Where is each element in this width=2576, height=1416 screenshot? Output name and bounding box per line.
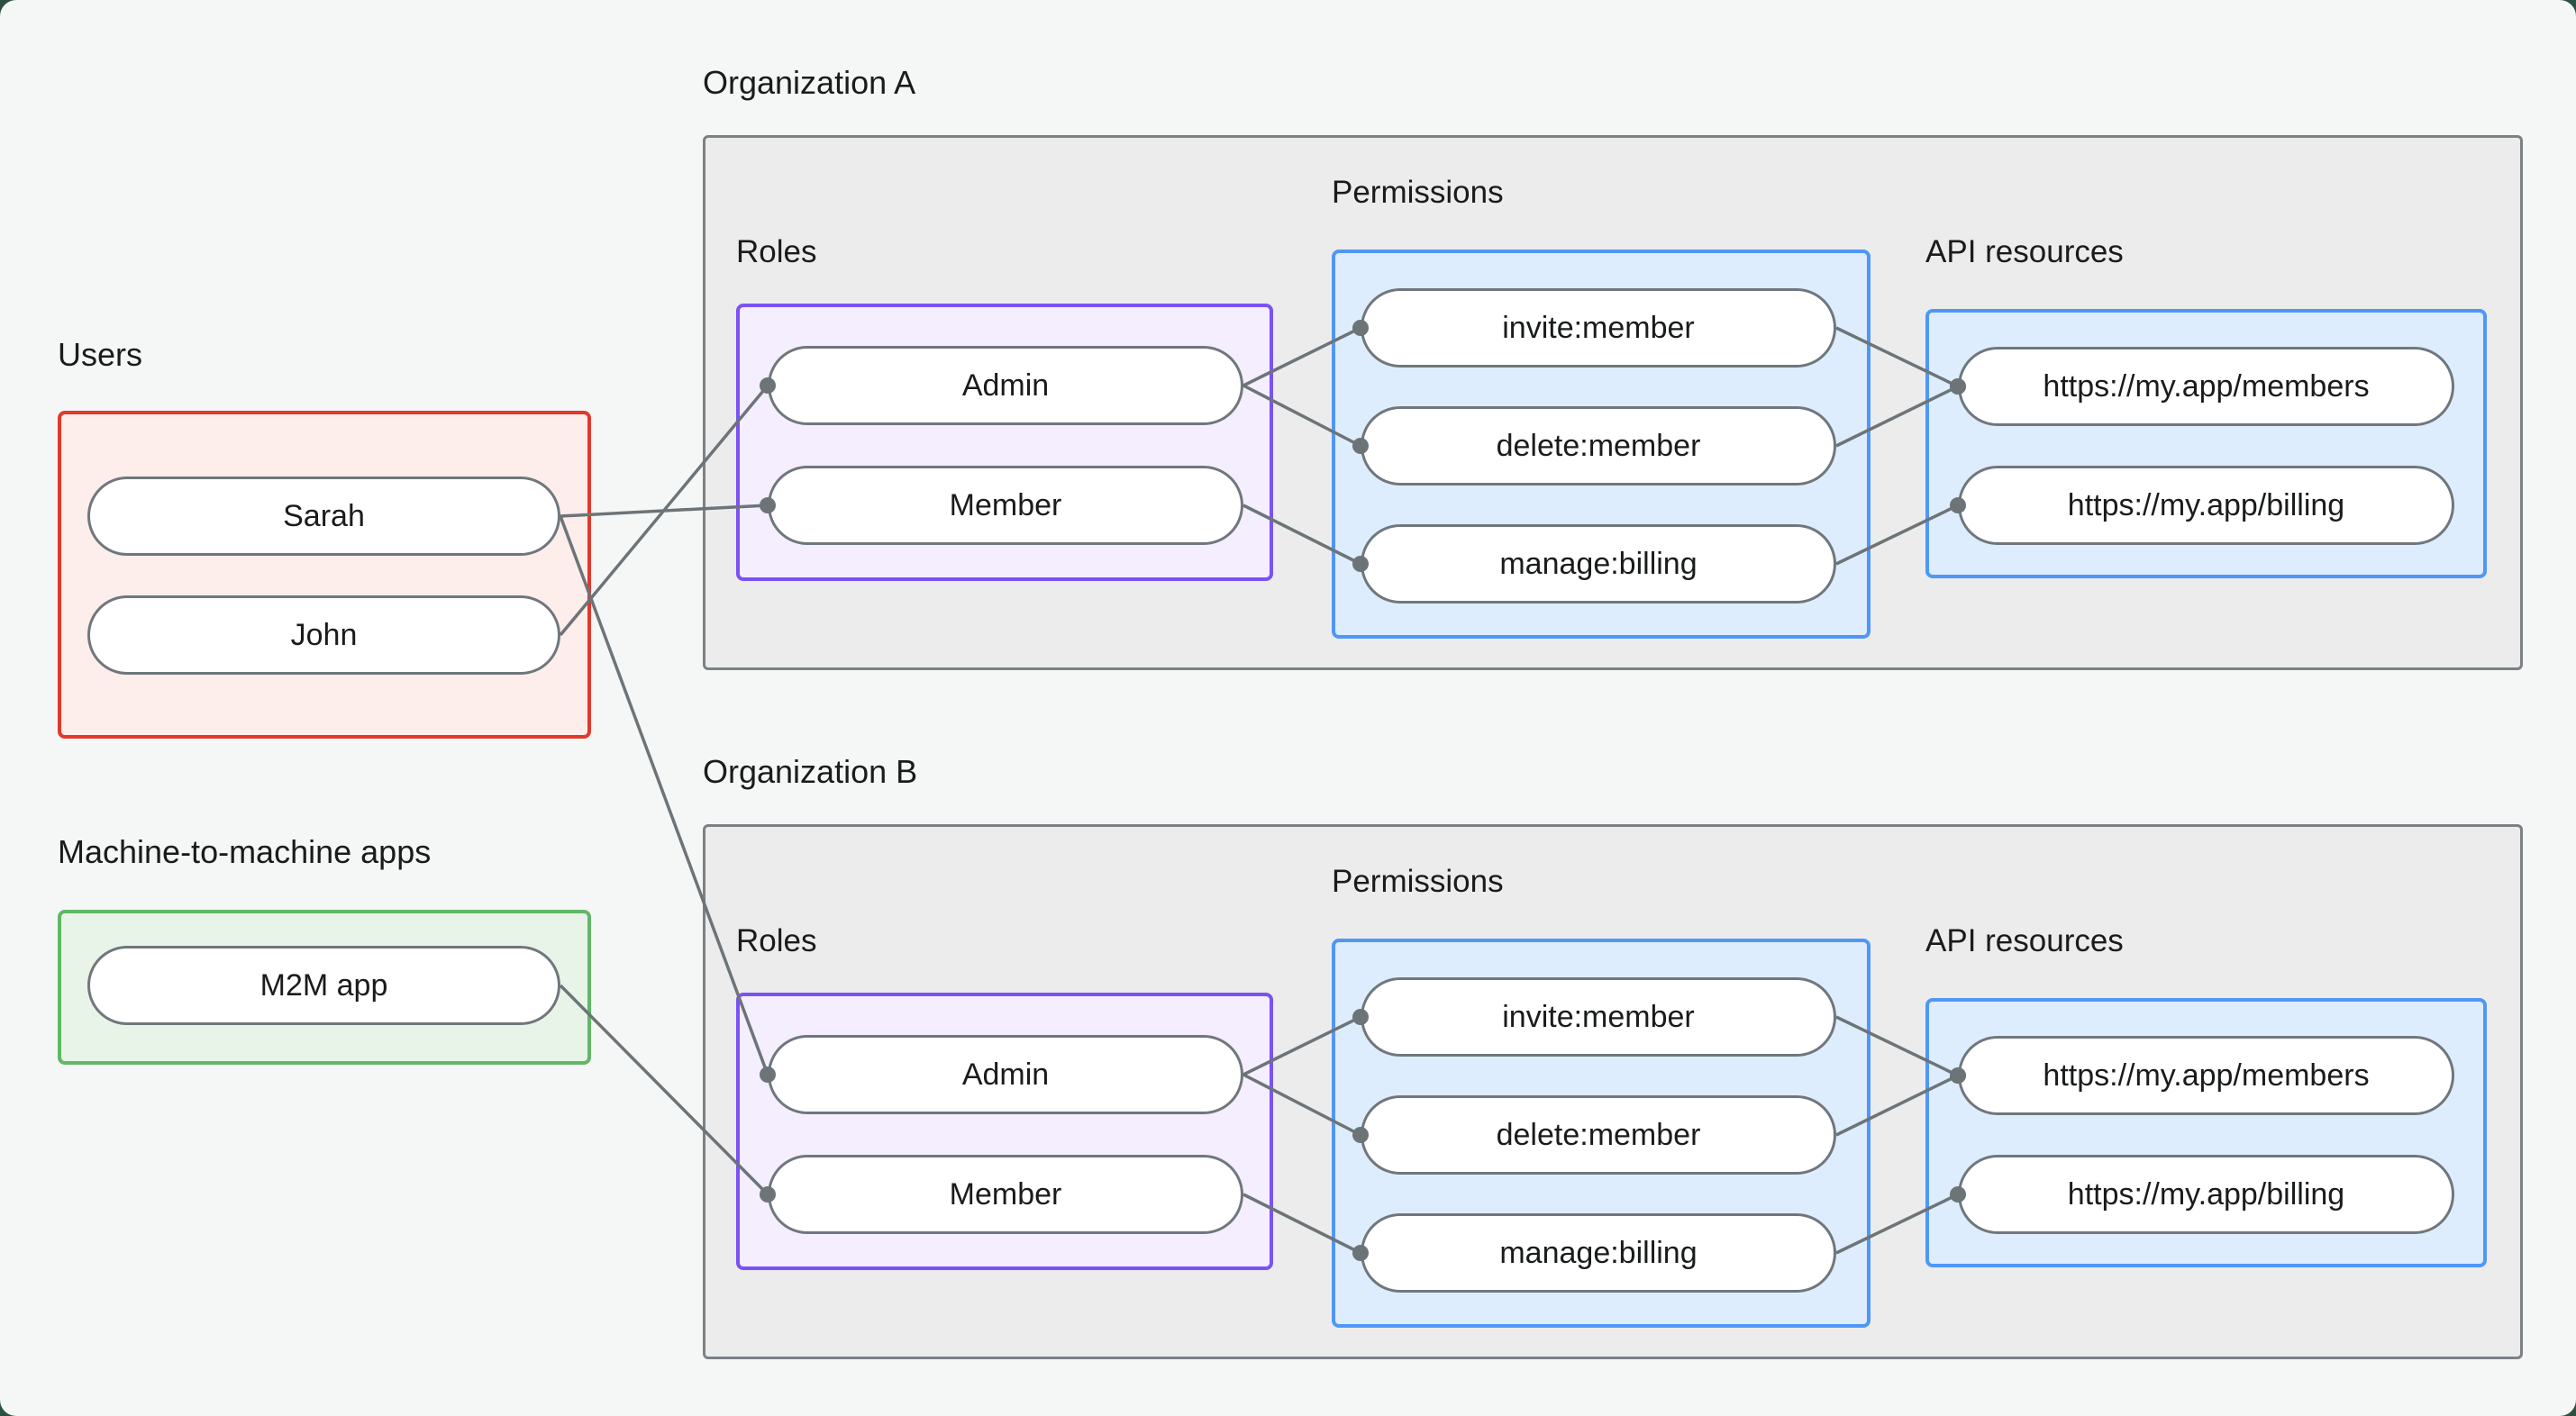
org-a-roles-label: Roles <box>736 234 817 269</box>
org-b-role-admin: Admin <box>768 1035 1243 1114</box>
org-a-permission-delete-member: delete:member <box>1361 406 1836 486</box>
org-b-permission-invite-member: invite:member <box>1361 977 1836 1057</box>
org-a-api-members: https://my.app/members <box>1958 347 2454 426</box>
org-b-role-member: Member <box>768 1155 1243 1234</box>
org-b-permissions-label: Permissions <box>1332 864 1504 899</box>
org-b-label: Organization B <box>703 753 918 790</box>
org-b-permission-delete-member: delete:member <box>1361 1095 1836 1175</box>
org-b-roles-label: Roles <box>736 923 817 958</box>
org-a-role-admin: Admin <box>768 346 1243 425</box>
org-a-permission-manage-billing: manage:billing <box>1361 524 1836 604</box>
org-a-permissions-label: Permissions <box>1332 175 1504 210</box>
org-b-api-label: API resources <box>1925 923 2124 958</box>
users-group-box <box>58 411 591 739</box>
user-node-sarah: Sarah <box>87 477 560 556</box>
m2m-group-label: Machine-to-machine apps <box>58 833 432 870</box>
org-a-role-member: Member <box>768 466 1243 545</box>
org-b-permission-manage-billing: manage:billing <box>1361 1213 1836 1293</box>
org-a-permission-invite-member: invite:member <box>1361 288 1836 368</box>
org-b-api-billing: https://my.app/billing <box>1958 1155 2454 1234</box>
org-a-api-billing: https://my.app/billing <box>1958 466 2454 545</box>
org-a-api-label: API resources <box>1925 234 2124 269</box>
m2m-app-node: M2M app <box>87 946 560 1025</box>
org-a-label: Organization A <box>703 64 916 101</box>
user-node-john: John <box>87 595 560 675</box>
org-b-api-members: https://my.app/members <box>1958 1036 2454 1115</box>
users-group-label: Users <box>58 336 143 373</box>
